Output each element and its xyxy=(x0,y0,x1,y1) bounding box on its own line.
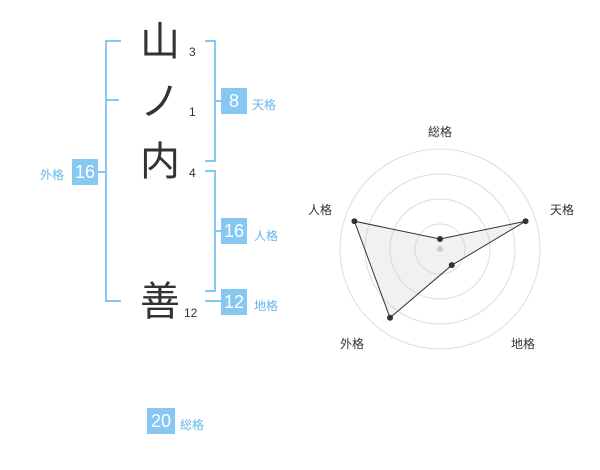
radar-point xyxy=(437,236,443,242)
radar-point xyxy=(387,314,394,321)
radar-ring xyxy=(414,223,466,275)
name-char-4: 善 xyxy=(140,279,180,325)
gaikaku-bracket-tick xyxy=(105,99,119,101)
name-char-3: 内 xyxy=(140,139,180,185)
jinkaku-label: 人格 xyxy=(254,229,279,243)
stroke-count-3: 4 xyxy=(189,166,196,180)
gaikaku-connector xyxy=(98,171,106,173)
soukaku-label: 総格 xyxy=(180,418,205,432)
tenkaku-value: 8 xyxy=(221,88,247,114)
chikaku-connector xyxy=(205,300,221,302)
soukaku-value: 20 xyxy=(147,408,175,434)
radar-ring xyxy=(389,198,491,300)
radar-point xyxy=(522,218,529,225)
gaikaku-bracket xyxy=(105,40,121,302)
radar-axis-label-gaikaku: 外格 xyxy=(340,337,365,351)
radar-center-dot xyxy=(437,246,443,252)
chikaku-label: 地格 xyxy=(254,299,279,313)
tenkaku-connector xyxy=(214,100,221,102)
radar-axis-label-soukaku: 総格 xyxy=(428,125,453,139)
chikaku-value: 12 xyxy=(221,289,247,315)
stroke-count-1: 3 xyxy=(189,45,196,59)
radar-ring xyxy=(339,148,541,350)
stroke-count-4: 12 xyxy=(184,306,198,320)
gaikaku-value: 16 xyxy=(72,159,98,185)
gaikaku-label: 外格 xyxy=(40,168,65,182)
jinkaku-value: 16 xyxy=(221,218,247,244)
name-char-1: 山 xyxy=(140,19,180,65)
tenkaku-label: 天格 xyxy=(252,98,277,112)
name-char-2: ノ xyxy=(140,79,180,125)
stroke-count-2: 1 xyxy=(189,105,196,119)
radar-axis-label-tenkaku: 天格 xyxy=(550,203,575,217)
radar-series-area xyxy=(353,220,526,319)
radar-axis-label-chikaku: 地格 xyxy=(511,337,536,351)
radar-axis-label-jinkaku: 人格 xyxy=(308,203,333,217)
jinkaku-connector xyxy=(214,230,221,232)
radar-point xyxy=(448,262,455,269)
radar-point xyxy=(351,218,358,225)
